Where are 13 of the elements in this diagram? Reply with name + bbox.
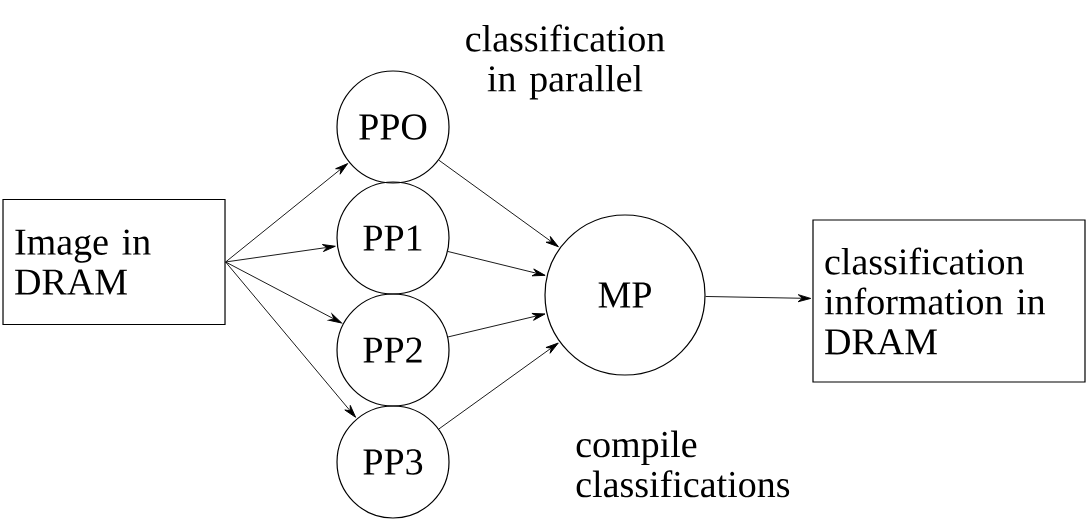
arrow bbox=[438, 159, 559, 248]
arrow bbox=[225, 163, 349, 263]
arrow bbox=[225, 261, 342, 324]
note-text: classification in parallel bbox=[466, 24, 665, 100]
note-text: compile classifications bbox=[576, 430, 790, 498]
storage-box: classification information in DRAM bbox=[812, 219, 1086, 383]
arrow bbox=[225, 244, 336, 263]
arrow bbox=[447, 312, 546, 338]
arrow bbox=[438, 342, 559, 430]
arrow bbox=[225, 261, 357, 418]
arrow bbox=[705, 294, 812, 303]
arrow bbox=[447, 251, 546, 277]
storage-box: Image in DRAM bbox=[2, 198, 226, 326]
